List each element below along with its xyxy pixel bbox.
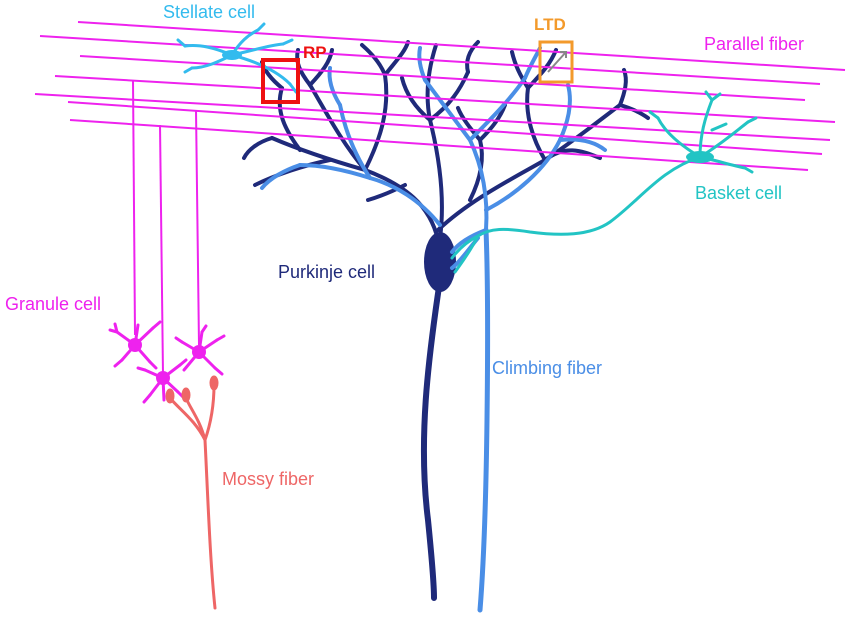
rp-label: RP xyxy=(303,43,327,62)
ltd-label: LTD xyxy=(534,15,566,34)
rp-box xyxy=(261,58,300,104)
ltd-arrow-icon xyxy=(547,51,567,73)
granule-axon xyxy=(195,109,200,346)
purkinje-axon xyxy=(420,277,443,601)
purkinje-soma xyxy=(424,232,456,292)
granule-soma-group xyxy=(108,320,226,404)
stellate-cell-label: Stellate cell xyxy=(163,2,255,22)
climbing-fiber-label: Climbing fiber xyxy=(492,358,602,378)
parallel-fiber-line xyxy=(77,21,846,71)
purkinje-cell-label: Purkinje cell xyxy=(278,262,375,282)
mossy-fiber-label: Mossy fiber xyxy=(222,469,314,489)
basket-cell xyxy=(450,90,758,274)
parallel-fiber-line xyxy=(54,75,836,123)
ltd-box xyxy=(538,40,574,84)
parallel-fiber-line xyxy=(34,93,831,141)
parallel-fiber-line xyxy=(79,55,806,101)
parallel-fiber-label: Parallel fiber xyxy=(704,34,804,54)
granule-cell-label: Granule cell xyxy=(5,294,101,314)
basket-axon xyxy=(476,155,702,238)
mossy-fiber xyxy=(165,375,219,610)
granule-axon xyxy=(159,124,164,376)
climbing-fiber-axon xyxy=(477,227,491,613)
mossy-fiber-axon xyxy=(203,438,217,610)
granule-cell xyxy=(108,79,226,404)
basket-cell-label: Basket cell xyxy=(695,183,782,203)
stellate-cell xyxy=(176,22,298,94)
granule-axon xyxy=(132,79,136,336)
parallel-fiber-line xyxy=(39,35,821,85)
parallel-fiber-line xyxy=(67,101,823,155)
